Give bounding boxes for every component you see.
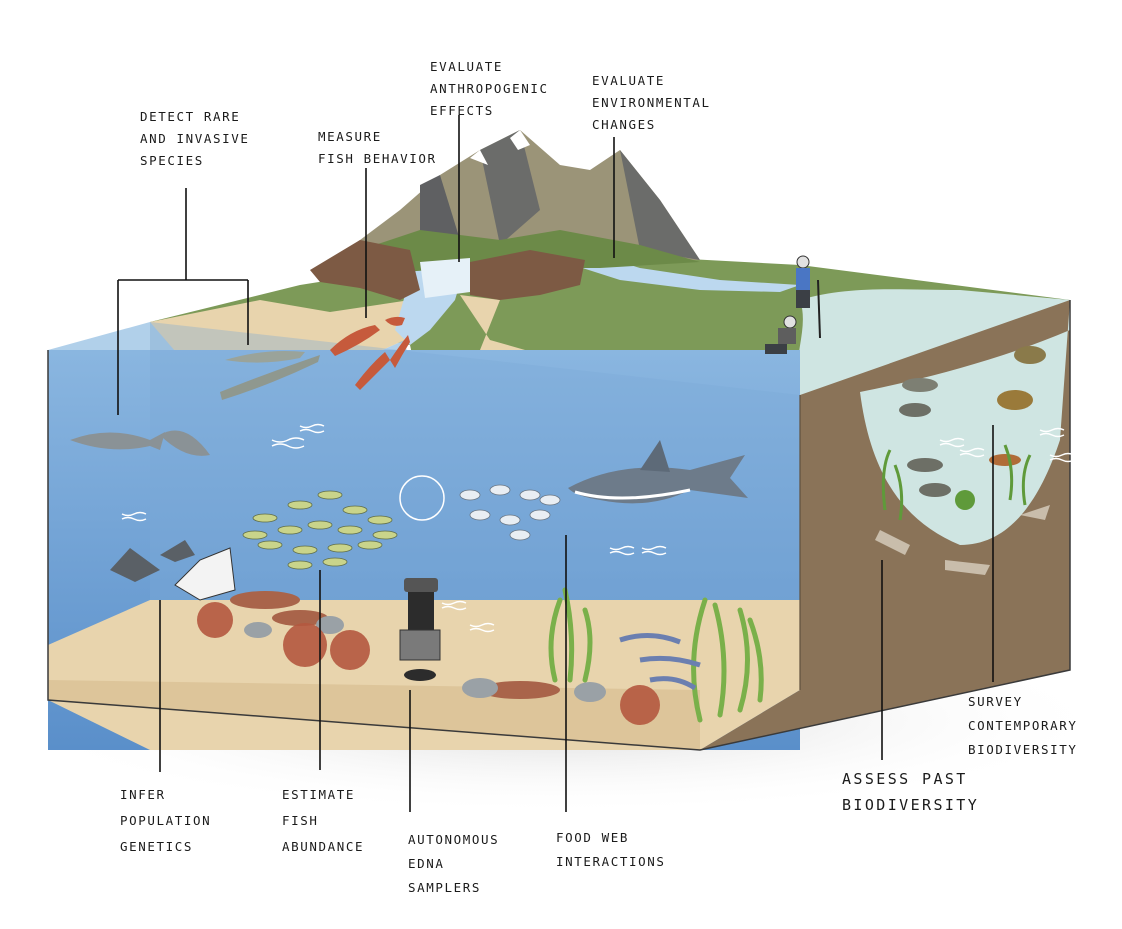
ray <box>110 548 160 582</box>
label-estimate-fish: Estimate fish abundance <box>282 787 365 854</box>
water-back-panel <box>150 322 800 610</box>
label-detect-rare: Detect rare and invasive species <box>140 109 250 168</box>
edna-sampler-cap <box>404 578 438 592</box>
pond-fish <box>997 390 1033 410</box>
rock <box>462 678 498 698</box>
eel <box>639 655 701 668</box>
shark <box>568 455 748 504</box>
label-assess-past: Assess past biodiversity <box>842 770 980 814</box>
rock <box>574 682 606 702</box>
eel <box>649 676 697 691</box>
label-evaluate-environmental: Evaluate environmental changes <box>592 73 711 132</box>
eel <box>619 633 681 645</box>
coral <box>330 630 370 670</box>
mountain-shade-2 <box>620 150 700 260</box>
sturgeon <box>70 432 165 450</box>
pond-section <box>860 300 1070 545</box>
pond-fish <box>1014 346 1046 364</box>
shark-fin <box>640 440 670 472</box>
ray <box>160 540 195 562</box>
gar <box>225 351 305 363</box>
mountain-shade-1 <box>480 130 540 245</box>
fish-school <box>242 490 398 570</box>
edna-sampler-body <box>408 592 434 630</box>
edna-sampler-base <box>404 669 436 681</box>
rock <box>316 616 344 634</box>
seagrass <box>691 597 764 723</box>
label-food-web: Food web interactions <box>556 830 666 869</box>
salmon <box>355 352 390 390</box>
silver-fish-school <box>459 484 561 541</box>
ray <box>174 547 236 601</box>
rock <box>230 591 300 609</box>
seagrass <box>548 587 593 683</box>
rock <box>480 681 560 699</box>
cliff-right <box>470 250 585 300</box>
cliff-left <box>310 240 420 300</box>
edna-sampler-frame <box>399 629 441 661</box>
pond-plant <box>881 444 1032 521</box>
fossil <box>1020 505 1050 520</box>
pond-fish <box>899 403 931 417</box>
pond-fish <box>902 378 938 392</box>
rock <box>272 610 328 626</box>
shark-belly <box>574 488 691 500</box>
block-outline <box>47 300 1071 751</box>
gar <box>220 355 320 400</box>
pond-fish <box>907 458 943 472</box>
sturgeon <box>160 430 210 456</box>
label-survey-contemporary: Survey contemporary biodiversity <box>968 694 1078 757</box>
pond-top <box>797 289 1070 395</box>
salmon <box>390 335 410 368</box>
coral <box>620 685 660 725</box>
person-kneeling <box>765 315 797 354</box>
label-infer-population: Infer population genetics <box>120 787 212 854</box>
label-measure-fish: Measure fish behavior <box>318 129 437 166</box>
salmon <box>330 325 380 356</box>
waterfall <box>420 258 470 298</box>
pond-fish <box>919 483 951 497</box>
coral <box>283 623 327 667</box>
pond-fish <box>989 454 1021 466</box>
fossil <box>945 560 990 575</box>
salmon <box>385 316 405 326</box>
coral <box>197 602 233 638</box>
edna-sample-circle <box>399 475 445 521</box>
label-evaluate-anthropogenic: Evaluate anthropogenic effects <box>430 59 549 118</box>
mountain-snow-2 <box>470 150 488 165</box>
fossil <box>875 530 910 555</box>
dna-icon <box>121 423 1075 633</box>
person-standing <box>796 255 821 339</box>
mountain-snow-1 <box>510 130 530 150</box>
label-autonomous-edna: Autonomous eDNA samplers <box>408 832 500 895</box>
leader-lines <box>117 115 994 812</box>
leader-detect-rare <box>117 188 249 415</box>
pond-plant <box>955 490 975 510</box>
rock <box>244 622 272 638</box>
